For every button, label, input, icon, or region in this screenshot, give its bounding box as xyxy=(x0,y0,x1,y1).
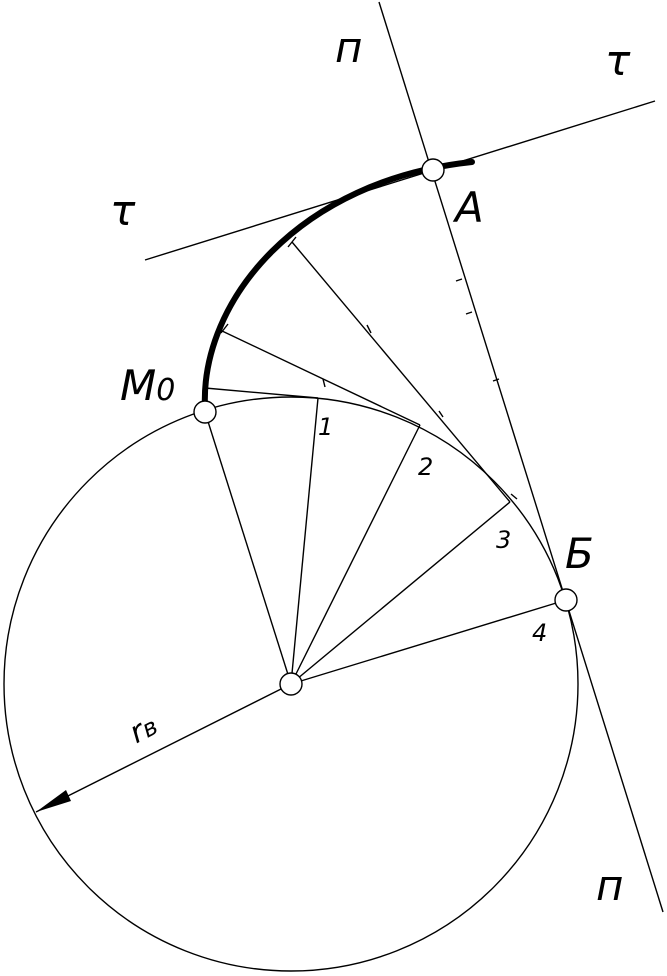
center-marker xyxy=(279,672,303,696)
radius-line-m0 xyxy=(204,411,292,685)
label-n-top: п xyxy=(335,23,362,72)
tick-mark xyxy=(465,311,473,315)
label-div-2: 2 xyxy=(418,453,433,481)
point-marker-m0 xyxy=(193,400,217,424)
label-div-4: 4 xyxy=(532,619,547,647)
tick-mark xyxy=(510,493,518,500)
tick-mark xyxy=(366,324,372,334)
label-point-m0-main: M xyxy=(120,361,156,410)
radius-dimension-line xyxy=(35,683,292,813)
label-point-a: A xyxy=(452,183,484,232)
tick-mark xyxy=(322,378,326,388)
tick-mark xyxy=(287,236,297,248)
tick-mark xyxy=(455,278,463,282)
tick-mark xyxy=(220,323,229,334)
label-point-m0-sub: 0 xyxy=(156,373,175,408)
point-marker-b xyxy=(554,588,578,612)
label-tau-right: τ xyxy=(605,36,631,85)
tick-mark xyxy=(492,378,500,382)
tick-mark xyxy=(438,410,444,418)
tangent-segment-2 xyxy=(219,329,421,426)
point-marker-a xyxy=(421,158,445,182)
label-n-bottom: п xyxy=(596,861,623,910)
tangent-line xyxy=(144,100,656,261)
label-radius: rв xyxy=(124,708,164,751)
label-point-m0: M0 xyxy=(120,361,175,410)
label-point-b: Б xyxy=(565,529,594,578)
label-div-3: 3 xyxy=(496,526,511,554)
normal-line xyxy=(378,1,664,913)
radius-line-2 xyxy=(290,424,421,685)
label-tau-left: τ xyxy=(110,186,136,235)
radius-line-3 xyxy=(290,501,511,685)
radius-line-4 xyxy=(290,599,567,685)
tangent-segment-1 xyxy=(204,387,319,399)
tangent-segment-3 xyxy=(291,241,511,503)
involute-curve xyxy=(201,159,475,411)
label-div-1: 1 xyxy=(318,413,333,441)
base-circle xyxy=(3,396,579,972)
radius-line-1 xyxy=(290,397,319,685)
radius-arrowhead xyxy=(36,790,71,812)
